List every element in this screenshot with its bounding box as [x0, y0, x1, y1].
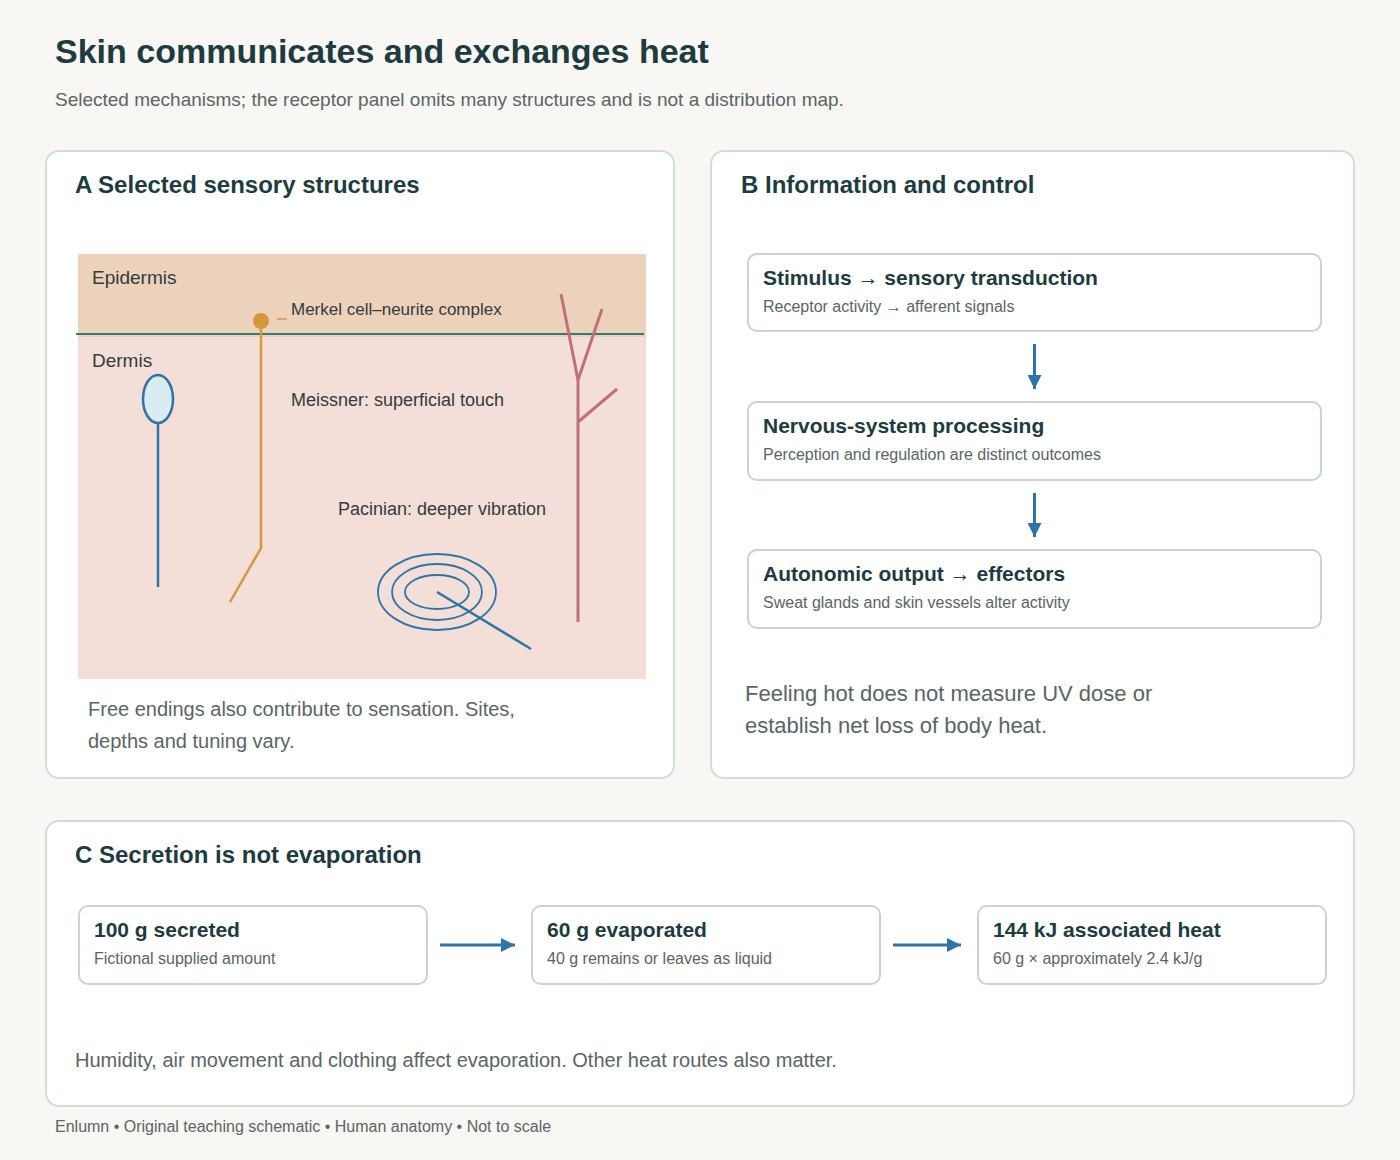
panel-note: Humidity, air movement and clothing affe…	[75, 1044, 1315, 1076]
box-heading: Stimulus → sensory transduction	[763, 265, 1303, 291]
diagram-caption: Enlumn • Original teaching schematic • H…	[55, 1116, 1355, 1138]
structure-label: Pacinian: deeper vibration	[338, 497, 638, 521]
structure-label: Meissner: superficial touch	[291, 388, 631, 412]
box-heading: 100 g secreted	[94, 917, 414, 943]
box-heading: 60 g evaporated	[547, 917, 867, 943]
process-box: 100 g secretedFictional supplied amount	[78, 905, 428, 985]
flow-arrow	[1033, 344, 1036, 389]
panel-heading: A Selected sensory structures	[75, 170, 645, 200]
diagram-title: Skin communicates and exchanges heat	[55, 30, 1355, 72]
box-heading: Nervous-system processing	[763, 413, 1303, 439]
box-body: Fictional supplied amount	[94, 949, 414, 969]
flow-arrow	[893, 944, 961, 947]
panel-note: Feeling hot does not measure UV dose or …	[745, 678, 1175, 742]
process-box: 144 kJ associated heat 60 g × approximate…	[977, 905, 1327, 985]
box-heading: Autonomic output → effectors	[763, 561, 1303, 587]
panel-box: C Secretion is not evaporationHumidity, …	[45, 820, 1355, 1107]
box-body: 40 g remains or leaves as liquid	[547, 949, 867, 969]
box-body: 60 g × approximately 2.4 kJ/g	[993, 949, 1313, 969]
panel-heading: C Secretion is not evaporation	[75, 840, 1275, 870]
box-body: Sweat glands and skin vessels alter acti…	[763, 593, 1303, 613]
flow-arrow	[1033, 493, 1036, 537]
box-body: Receptor activity → afferent signals	[763, 297, 1303, 317]
process-box: Nervous-system processingPerception and …	[747, 401, 1322, 481]
flow-arrow	[440, 944, 515, 947]
structure-label: Merkel cell–neurite complex	[291, 299, 631, 321]
panel-box: A Selected sensory structuresFree ending…	[45, 150, 675, 779]
layer-label: Dermis	[92, 349, 292, 373]
process-box: Stimulus → sensory transductionReceptor …	[747, 253, 1322, 332]
box-body: Perception and regulation are distinct o…	[763, 445, 1303, 465]
subtitle: Selected mechanisms; the receptor panel …	[55, 88, 1355, 112]
panel-note: Free endings also contribute to sensatio…	[88, 693, 528, 757]
panel-heading: B Information and control	[741, 170, 1321, 200]
process-box: 60 g evaporated 40 g remains or leaves as…	[531, 905, 881, 985]
panel-box: B Information and controlFeeling hot doe…	[710, 150, 1355, 779]
layer-label: Epidermis	[92, 266, 292, 290]
process-box: Autonomic output → effectorsSweat glands…	[747, 549, 1322, 629]
skin-layer-band: Epidermis	[78, 254, 646, 337]
box-heading: 144 kJ associated heat	[993, 917, 1313, 943]
